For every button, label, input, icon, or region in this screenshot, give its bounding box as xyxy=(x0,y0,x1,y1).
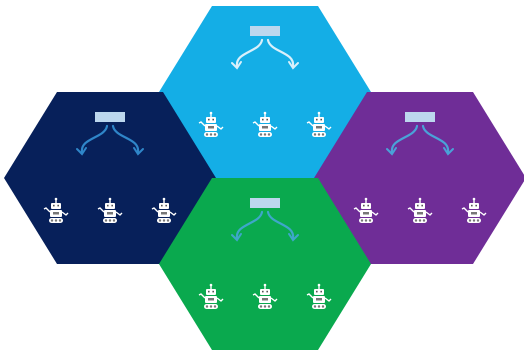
branch-arrows-icon xyxy=(76,124,144,156)
label-box xyxy=(405,112,435,122)
label-box xyxy=(95,112,125,122)
hexagon-top xyxy=(159,6,371,178)
branch-arrows-icon xyxy=(231,38,299,70)
branch-arrows-icon xyxy=(386,124,454,156)
label-box xyxy=(250,26,280,36)
branch-arrows-icon xyxy=(231,210,299,242)
hexagon-right xyxy=(314,92,524,264)
hexagon-left xyxy=(4,92,216,264)
label-box xyxy=(250,198,280,208)
hexagon-bottom xyxy=(159,178,371,350)
